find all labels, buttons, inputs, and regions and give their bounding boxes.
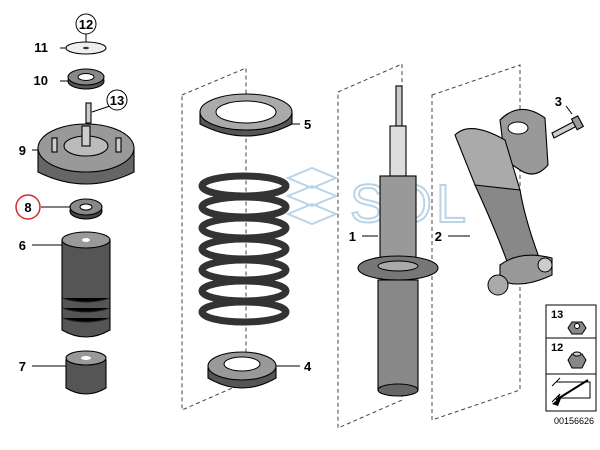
legend-item-13: 13	[551, 309, 563, 321]
callout-6: 6	[19, 238, 26, 253]
callout-11: 11	[34, 40, 48, 55]
part-8-bearing	[69, 198, 103, 220]
callout-4: 4	[304, 359, 312, 374]
callout-12: 12	[79, 17, 93, 32]
diagram-code: 00156626	[554, 416, 594, 426]
legend-box: 13 12	[545, 304, 597, 412]
legend-arrow-icon	[551, 377, 591, 406]
part-3-bolt	[551, 115, 585, 139]
leader-lines	[32, 34, 573, 367]
callout-3: 3	[555, 94, 562, 109]
watermark: SOL	[285, 166, 467, 235]
callout-13: 13	[110, 93, 124, 108]
part-5-upper-spring-seat	[199, 93, 293, 137]
knuckle-group-outline	[431, 64, 521, 421]
part-11-washer	[65, 41, 107, 55]
callout-2: 2	[435, 229, 442, 244]
callout-13-circle	[106, 89, 128, 111]
legend-nut-12-icon	[567, 351, 587, 369]
callout-5: 5	[304, 117, 311, 132]
part-1-shock-absorber	[357, 85, 439, 397]
part-4-lower-spring-seat	[207, 351, 277, 389]
part-10-bearing	[67, 68, 105, 90]
callout-1: 1	[349, 229, 356, 244]
callout-8: 8	[24, 200, 31, 215]
highlight-circle	[15, 194, 41, 220]
coil-spring	[198, 172, 290, 326]
part-13-stud	[85, 102, 92, 124]
callout-9: 9	[19, 143, 26, 158]
callout-12-circle	[75, 13, 97, 35]
legend-nut-13-icon	[567, 321, 587, 335]
part-7-bump-stop	[65, 350, 107, 395]
part-2-steering-knuckle	[454, 108, 553, 296]
part-6-dust-boot	[61, 231, 111, 338]
callout-10: 10	[34, 73, 48, 88]
part-9-strut-mount	[37, 123, 135, 185]
legend-item-12: 12	[551, 342, 563, 354]
callout-7: 7	[19, 359, 26, 374]
